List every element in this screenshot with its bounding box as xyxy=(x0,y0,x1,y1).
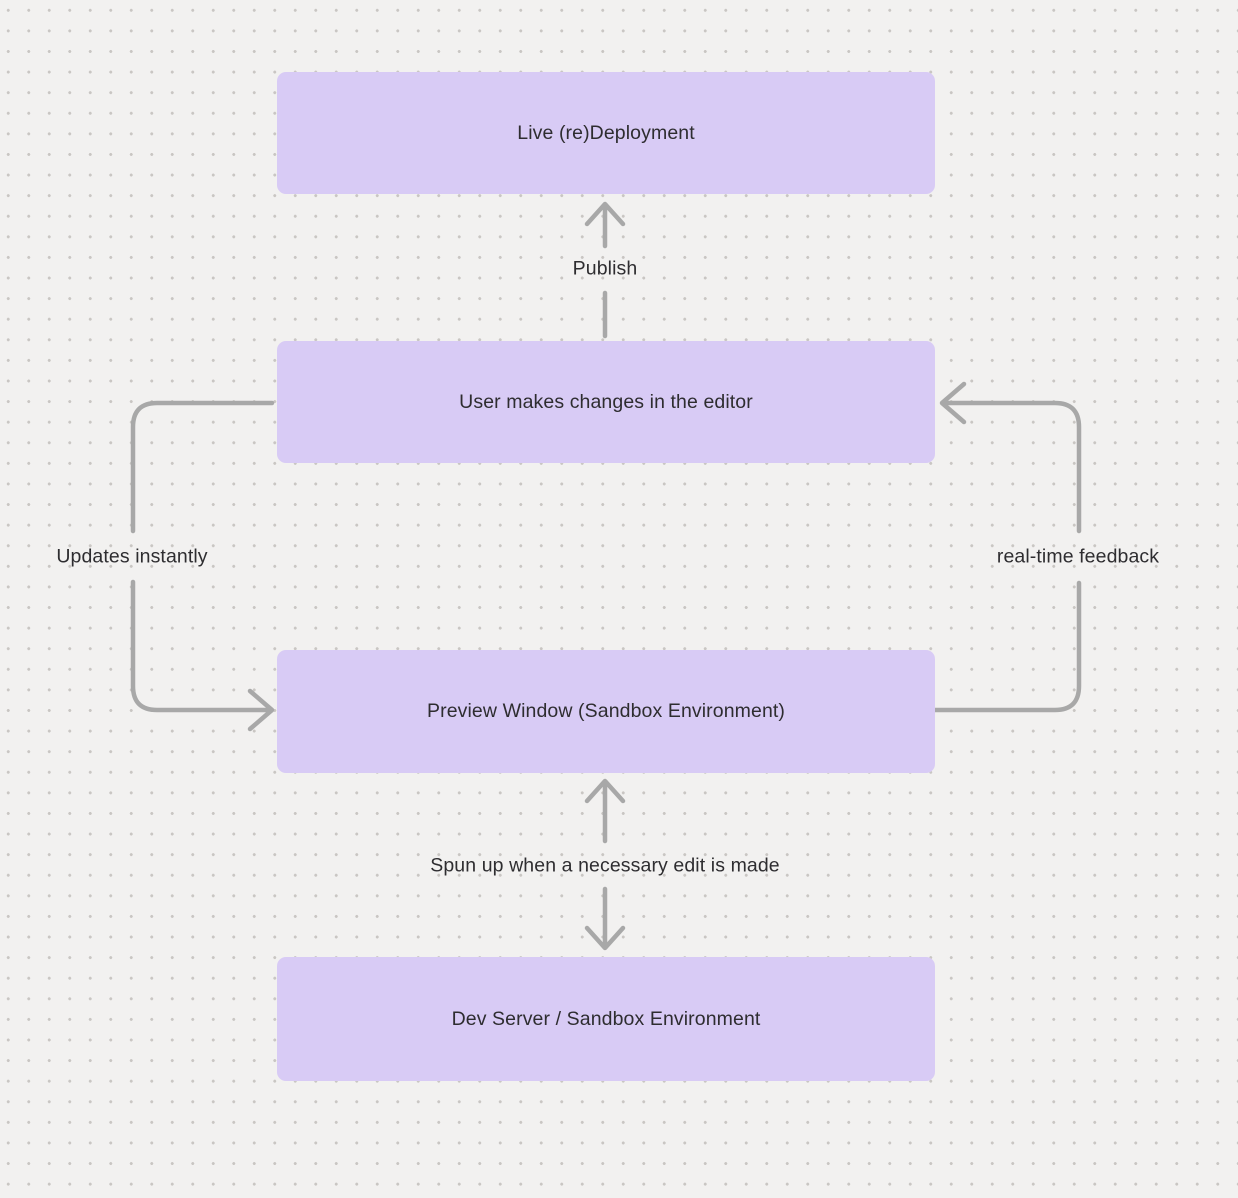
edge-label-updates-instantly: Updates instantly xyxy=(56,545,208,568)
arrow-realtime-feedback-icon xyxy=(932,381,1082,713)
edge-label-spun-up: Spun up when a necessary edit is made xyxy=(430,854,780,877)
node-editor[interactable]: User makes changes in the editor xyxy=(277,341,935,463)
edge-label-publish: Publish xyxy=(572,257,638,280)
edge-label-realtime-feedback: real-time feedback xyxy=(996,545,1160,568)
node-editor-label: User makes changes in the editor xyxy=(459,390,753,413)
node-live-deployment-label: Live (re)Deployment xyxy=(517,121,695,144)
node-preview-window-label: Preview Window (Sandbox Environment) xyxy=(427,700,785,722)
arrow-publish-icon xyxy=(584,201,626,339)
arrow-spun-up-bidirectional-icon xyxy=(584,778,626,951)
node-dev-server[interactable]: Dev Server / Sandbox Environment xyxy=(277,957,935,1081)
node-live-deployment[interactable]: Live (re)Deployment xyxy=(277,72,935,194)
node-dev-server-label: Dev Server / Sandbox Environment xyxy=(451,1007,761,1030)
arrow-updates-instantly-icon xyxy=(130,400,275,732)
node-preview-window[interactable]: Preview Window (Sandbox Environment) xyxy=(277,650,935,773)
